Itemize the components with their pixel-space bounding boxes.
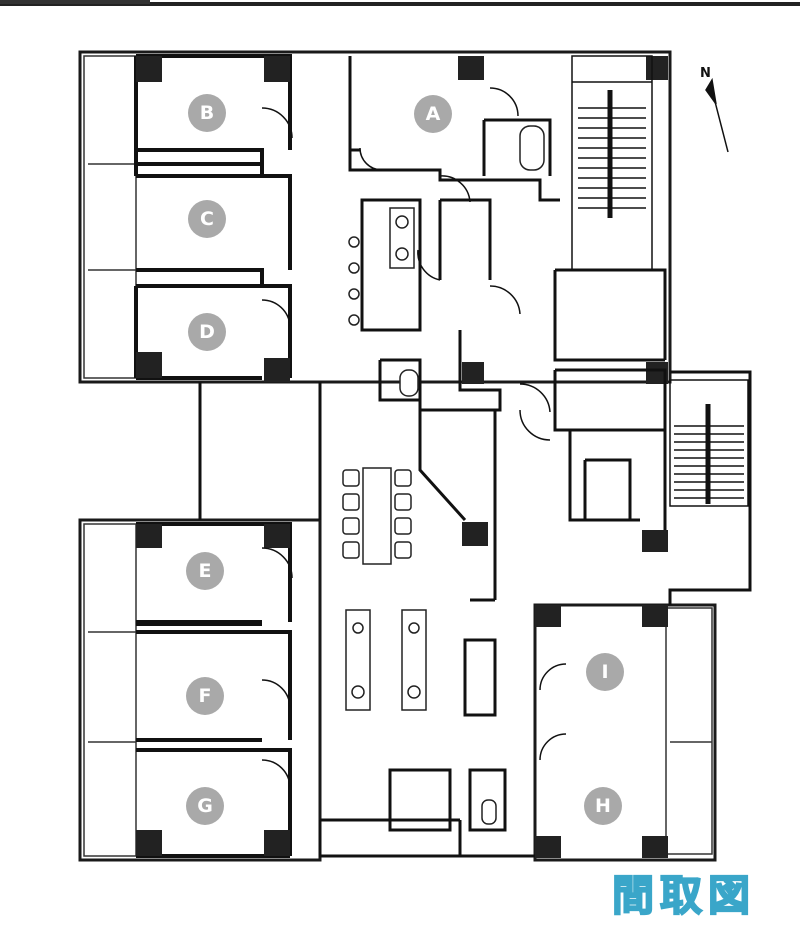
room-label-i: I [586,653,624,691]
staircase-lower [669,379,749,507]
dining-table [342,467,412,565]
door-swings [261,87,567,789]
compass-arrow [705,77,729,153]
floor-plan-title: 間取図 [611,870,757,921]
room-label-e: E [186,552,224,590]
room-label-g: G [186,787,224,825]
room-label-a: A [414,95,452,133]
staircase-upper [571,55,653,271]
room-label-d: D [188,313,226,351]
room-label-b: B [188,94,226,132]
top-frame [0,0,800,6]
room-label-c: C [188,200,226,238]
left-rooms [134,54,292,858]
room-label-h: H [584,787,622,825]
north-label: N [700,66,711,81]
structural-columns [136,56,668,858]
interior-walls [198,56,752,858]
fixtures [348,125,545,825]
room-label-f: F [186,677,224,715]
balconies [83,55,713,857]
kitchen-counters [345,609,427,711]
